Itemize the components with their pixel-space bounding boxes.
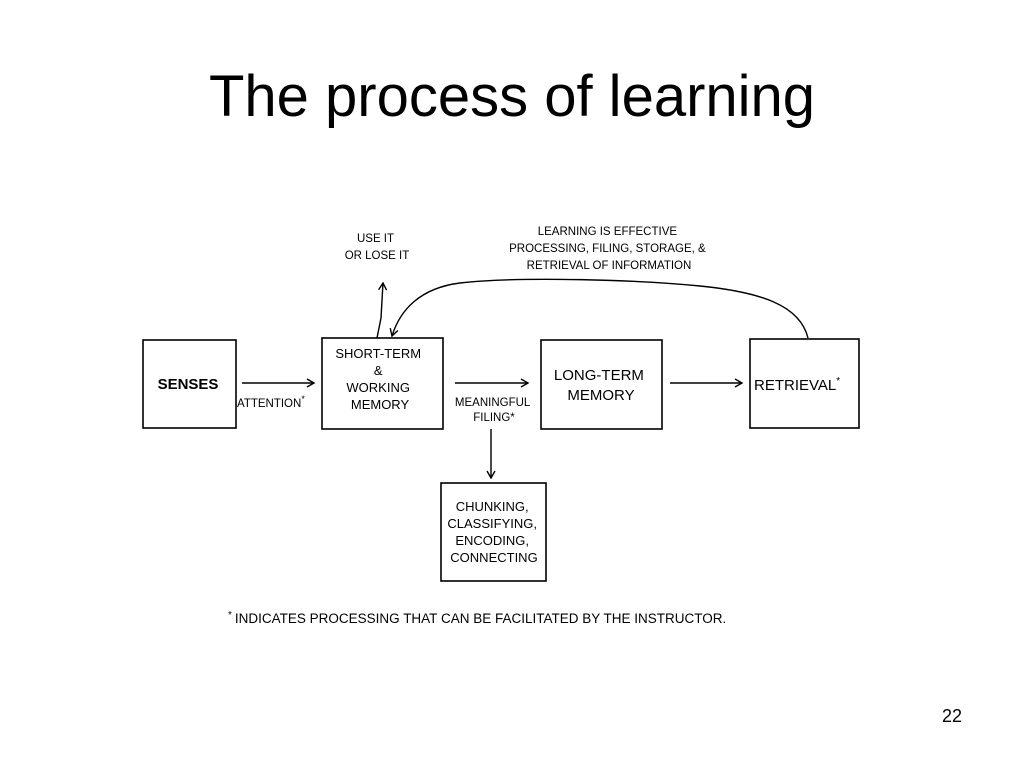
learning-effective-line-2: PROCESSING, FILING, STORAGE, & [509,243,706,255]
chunking-label: CHUNKING, CLASSIFYING, ENCODING, CONNECT… [447,499,540,565]
chunking-line-1: CHUNKING, [456,499,529,514]
long-term-memory-box [540,339,663,430]
chunking-box [440,482,547,582]
attention-text: ATTENTION [237,398,301,410]
meaningful-filing-line-1: MEANINGFUL [455,397,531,409]
long-term-line-2: MEMORY [567,387,634,404]
chunking-line-3: ENCODING, [455,533,529,548]
short-term-line-3: WORKING [346,380,410,395]
retrieval-label: RETRIEVAL* [754,376,840,394]
chunking-line-2: CLASSIFYING, [447,516,537,531]
meaningful-filing-line-2: FILING* [473,412,515,424]
short-term-line-2: & [374,363,383,378]
chunking-line-4: CONNECTING [450,550,537,565]
retrieval-feedback-arrow [389,278,809,339]
retrieval-asterisk: * [836,376,840,387]
attention-asterisk: * [301,394,305,404]
use-it-label: USE IT OR LOSE IT [345,233,410,262]
learning-effective-line-1: LEARNING IS EFFECTIVE [538,226,678,238]
footnote: *INDICATES PROCESSING THAT CAN BE FACILI… [228,610,726,626]
senses-box [142,339,237,429]
retrieval-box [749,338,860,429]
short-term-memory-box [321,337,444,430]
footnote-asterisk: * [228,610,232,621]
learning-effective-label: LEARNING IS EFFECTIVE PROCESSING, FILING… [509,226,709,272]
attention-label: ATTENTION* [237,394,305,410]
meaningful-filing-label: MEANINGFUL FILING* [455,397,533,424]
short-term-line-4: MEMORY [351,397,410,412]
short-term-line-1: SHORT-TERM [335,346,421,361]
senses-label: SENSES [158,376,219,393]
use-it-line-1: USE IT [357,233,394,245]
retrieval-text: RETRIEVAL [754,377,836,394]
page-number: 22 [941,706,962,726]
short-term-label: SHORT-TERM & WORKING MEMORY [335,346,424,412]
use-it-arrow [376,281,388,339]
footnote-text: INDICATES PROCESSING THAT CAN BE FACILIT… [235,611,726,626]
long-term-label: LONG-TERM MEMORY [554,367,648,404]
slide-title: The process of learning [208,64,816,129]
long-term-line-1: LONG-TERM [554,367,644,384]
learning-effective-line-3: RETRIEVAL OF INFORMATION [527,260,692,272]
use-it-line-2: OR LOSE IT [345,250,410,262]
